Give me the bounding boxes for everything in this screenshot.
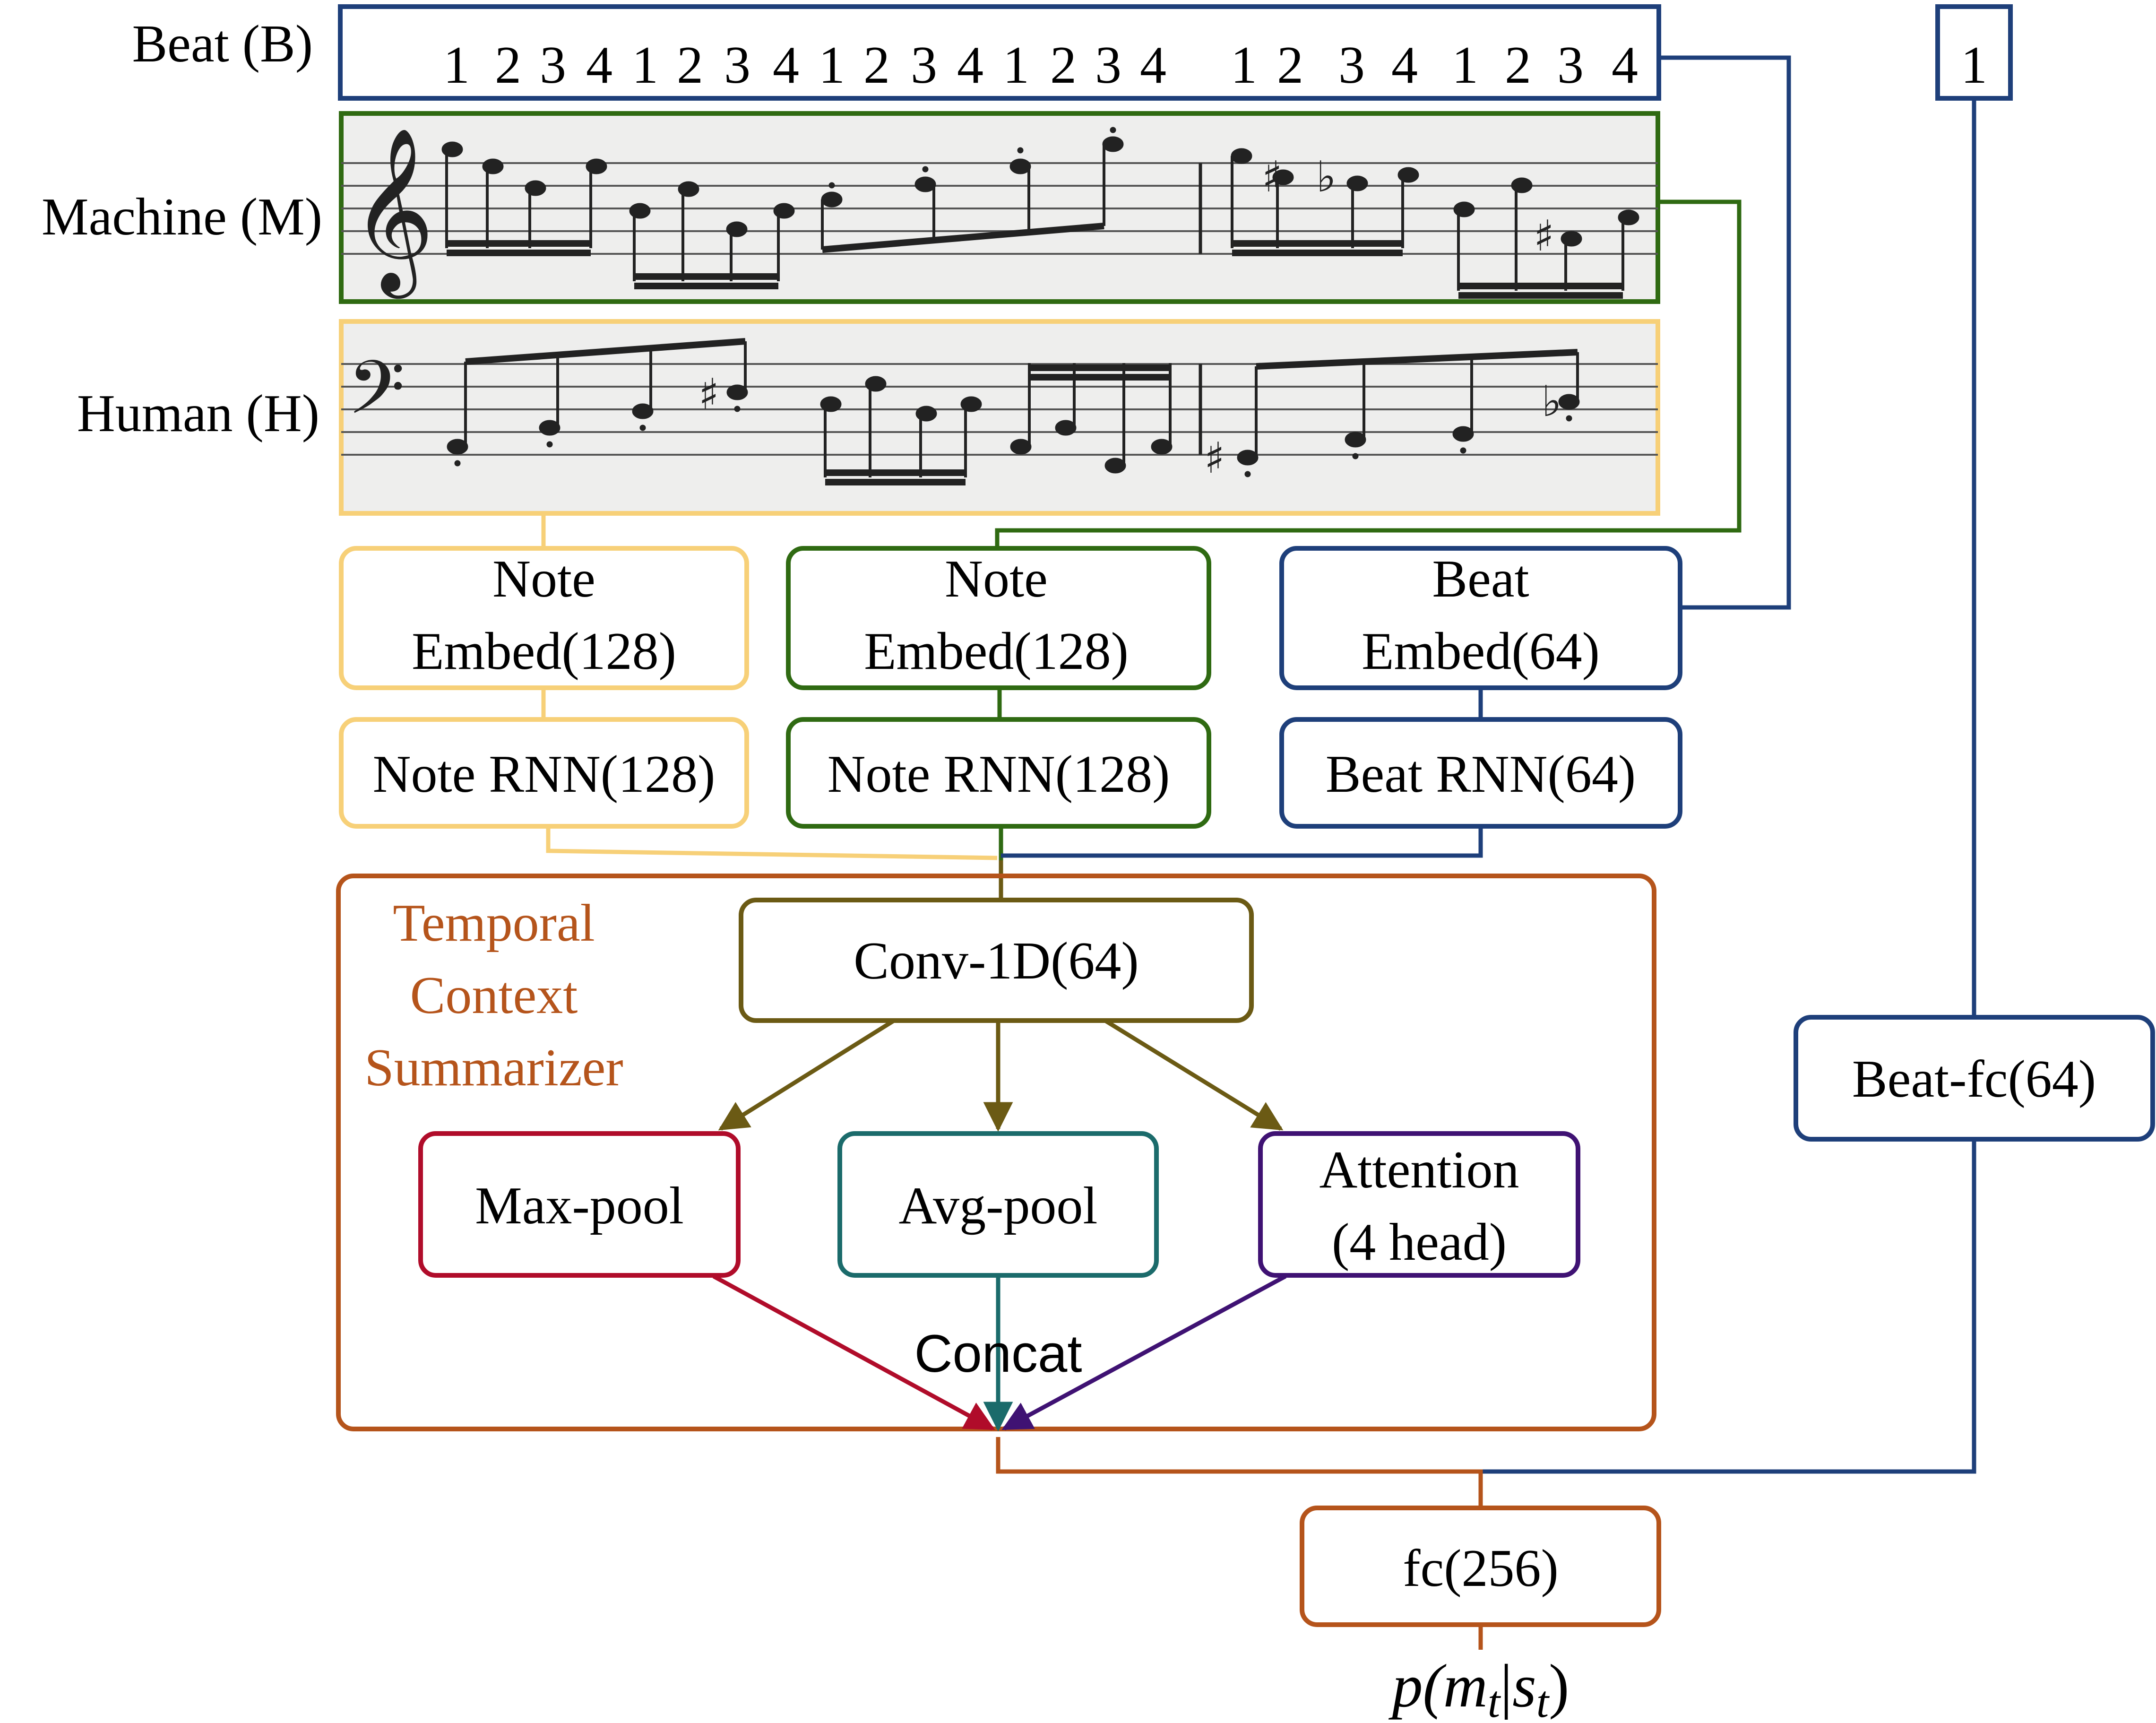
beat-digit: 4 <box>1391 36 1418 95</box>
beat-digit: 2 <box>1050 36 1077 95</box>
note-rnn-machine: Note RNN(128) <box>786 717 1211 829</box>
concat-label: Concat <box>914 1324 1082 1383</box>
note-embed-human-line2: Embed(128) <box>412 622 676 681</box>
beat-fc-block: Beat-fc(64) <box>1794 1015 2155 1142</box>
output-probability-label: p(mt|st) <box>1388 1652 1570 1723</box>
beat-rnn-label: Beat RNN(64) <box>1326 745 1636 804</box>
output-p: p( <box>1388 1652 1447 1720</box>
treble-clef-icon: 𝄞 <box>351 126 434 300</box>
beat-digit: 1 <box>819 36 845 95</box>
conv1d-label: Conv-1D(64) <box>854 932 1138 990</box>
fc-block: fc(256) <box>1300 1506 1661 1627</box>
beat-embed-line2: Embed(64) <box>1362 622 1600 681</box>
maxpool-block: Max-pool <box>418 1131 741 1278</box>
beat-digit: 2 <box>677 36 703 95</box>
bass-clef-icon: 𝄢 <box>347 345 405 449</box>
sharp-icon: ♯ <box>1204 433 1225 483</box>
attention-label-line2: (4 head) <box>1332 1213 1507 1272</box>
beat-digit: 3 <box>1338 36 1365 95</box>
output-close-paren: ) <box>1549 1652 1569 1720</box>
machine-score: 𝄞 <box>339 111 1660 304</box>
sharp-icon: ♯ <box>699 370 719 419</box>
note-embed-machine-line2: Embed(128) <box>864 622 1129 681</box>
arrow-conv-to-attention <box>1104 1019 1284 1131</box>
beat-sequence-box <box>338 4 1661 101</box>
output-s-subscript: t <box>1536 1677 1550 1723</box>
beat-digit: 3 <box>1095 36 1121 95</box>
current-beat-value: 1 <box>1961 36 1987 95</box>
current-beat-box <box>1935 4 2013 101</box>
output-m: m <box>1443 1652 1488 1720</box>
output-m-subscript: t <box>1488 1677 1501 1723</box>
human-score: 𝄢 <box>339 319 1660 516</box>
beat-digit: 4 <box>957 36 983 95</box>
sharp-icon: ♯ <box>1262 152 1283 202</box>
conv1d-block: Conv-1D(64) <box>739 898 1254 1023</box>
beat-digit: 2 <box>1277 36 1303 95</box>
flat-icon: ♭ <box>1316 152 1336 202</box>
beat-fc-label: Beat-fc(64) <box>1852 1050 2096 1108</box>
sharp-icon: ♯ <box>1534 211 1554 261</box>
human-row-label: Human (H) <box>77 384 319 443</box>
machine-row-label: Machine (M) <box>42 188 322 246</box>
beat-embed: Beat Embed(64) <box>1279 546 1682 690</box>
beat-embed-line1: Beat <box>1432 550 1529 608</box>
beat-row-label: Beat (B) <box>132 15 313 73</box>
avgpool-label: Avg-pool <box>899 1177 1098 1235</box>
beat-digit: 2 <box>495 36 521 95</box>
arrow-maxpool-to-concat <box>712 1274 995 1430</box>
note-rnn-machine-label: Note RNN(128) <box>828 745 1170 804</box>
arrow-conv-to-maxpool <box>718 1019 895 1131</box>
beat-digit: 4 <box>1140 36 1166 95</box>
output-bar: | <box>1500 1652 1512 1720</box>
beat-digit: 4 <box>773 36 799 95</box>
summarizer-title-line3: Summarizer <box>364 1039 623 1097</box>
beat-digit: 1 <box>443 36 470 95</box>
beat-digit: 1 <box>1452 36 1478 95</box>
beat-digit: 3 <box>911 36 937 95</box>
note-embed-machine-line1: Note <box>945 550 1048 608</box>
beat-digit: 2 <box>863 36 890 95</box>
avgpool-block: Avg-pool <box>837 1131 1159 1278</box>
maxpool-label: Max-pool <box>475 1177 684 1235</box>
beat-digit: 4 <box>1612 36 1638 95</box>
connectors <box>541 55 1976 1650</box>
beat-digit: 2 <box>1505 36 1531 95</box>
summarizer-title-line1: Temporal <box>393 894 595 952</box>
beat-digit: 3 <box>1557 36 1584 95</box>
note-embed-machine: Note Embed(128) <box>786 546 1211 690</box>
beat-digit: 1 <box>1003 36 1029 95</box>
arrow-attention-to-concat <box>1001 1274 1287 1430</box>
beat-digit: 1 <box>1231 36 1257 95</box>
flat-icon: ♭ <box>1542 377 1561 426</box>
attention-label-line1: Attention <box>1319 1141 1519 1199</box>
beat-rnn: Beat RNN(64) <box>1279 717 1682 829</box>
note-embed-human-line1: Note <box>492 550 595 608</box>
beat-digit: 1 <box>632 36 658 95</box>
attention-block: Attention (4 head) <box>1258 1131 1580 1278</box>
note-rnn-human: Note RNN(128) <box>339 717 749 829</box>
beat-digit: 3 <box>540 36 566 95</box>
note-embed-human: Note Embed(128) <box>339 546 749 690</box>
summarizer-title-line2: Context <box>410 966 578 1025</box>
output-s: s <box>1512 1652 1536 1720</box>
beat-digit: 4 <box>586 36 612 95</box>
note-rnn-human-label: Note RNN(128) <box>373 745 716 804</box>
beat-digit: 3 <box>724 36 750 95</box>
fc-label: fc(256) <box>1403 1539 1559 1598</box>
